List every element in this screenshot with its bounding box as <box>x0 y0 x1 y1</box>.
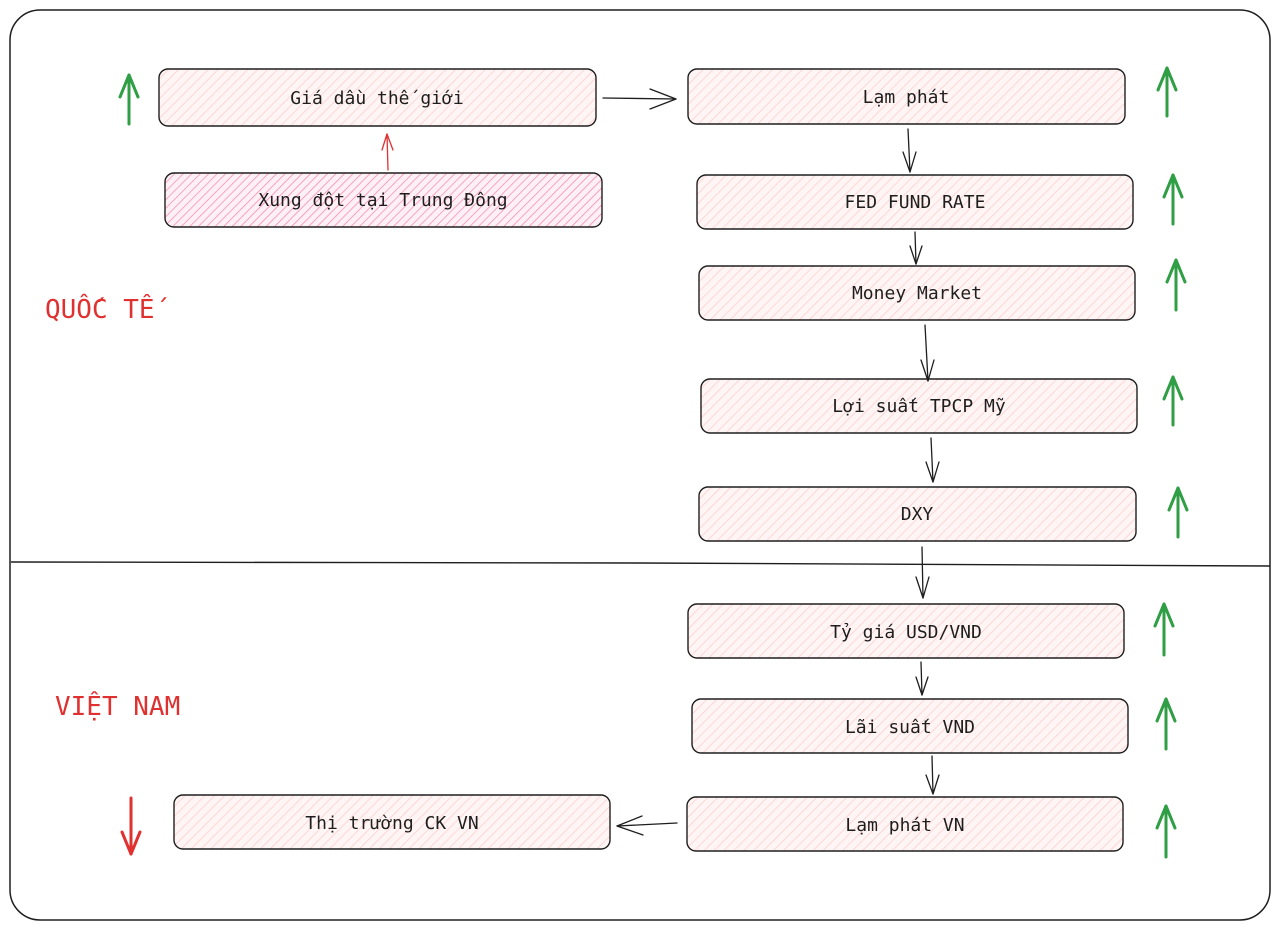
outer-frame <box>9 9 1271 921</box>
section-label-international: QUỐC TẾ <box>45 293 168 325</box>
node-money-market[interactable]: Money Market <box>698 265 1136 321</box>
trend-up-arrow-usd-vnd <box>1153 602 1175 657</box>
trend-up-arrow-bond-yield <box>1162 375 1184 427</box>
node-fed-fund-rate[interactable]: FED FUND RATE <box>696 174 1134 230</box>
node-vnd-interest-rate-label: Lãi suất VND <box>845 717 975 738</box>
node-oil-price[interactable]: Giá dầu thế giới <box>158 68 597 127</box>
trend-up-arrow-vn-inflation <box>1155 804 1177 859</box>
node-us-bond-yield[interactable]: Lợi suất TPCP Mỹ <box>700 378 1138 434</box>
trend-up-arrow-fed <box>1162 173 1184 226</box>
trend-up-arrow-inflation <box>1156 66 1178 118</box>
connector-oil-to-inflation <box>602 88 677 110</box>
connector-inflation-to-fed <box>902 128 917 173</box>
trend-up-arrow-vnd-rate <box>1155 697 1177 751</box>
node-dxy[interactable]: DXY <box>698 486 1137 542</box>
node-inflation[interactable]: Lạm phát <box>687 68 1126 125</box>
connector-vnd-rate-to-vn-inflation <box>925 755 940 795</box>
node-oil-price-label: Giá dầu thế giới <box>290 88 463 109</box>
node-vn-stock-market-label: Thị trường CK VN <box>305 813 478 834</box>
connector-fed-to-money-market <box>909 231 923 265</box>
node-fed-fund-rate-label: FED FUND RATE <box>845 192 986 213</box>
node-middle-east-conflict-label: Xung đột tại Trung Đông <box>258 190 507 211</box>
connector-vn-inflation-to-vn-stock <box>616 815 678 836</box>
connector-conflict-to-oil <box>381 133 394 171</box>
connector-usd-vnd-to-vnd-rate <box>915 661 929 696</box>
node-us-bond-yield-label: Lợi suất TPCP Mỹ <box>832 396 1006 417</box>
section-label-vietnam: VIỆT NAM <box>55 690 180 722</box>
node-vn-stock-market[interactable]: Thị trường CK VN <box>173 794 611 850</box>
node-middle-east-conflict[interactable]: Xung đột tại Trung Đông <box>164 172 603 228</box>
node-usd-vnd-rate-label: Tỷ giá USD/VND <box>830 622 982 643</box>
connector-bond-yield-to-dxy <box>925 437 940 483</box>
node-vnd-interest-rate[interactable]: Lãi suất VND <box>691 698 1129 754</box>
trend-up-arrow-dxy <box>1167 486 1189 539</box>
connector-dxy-to-usd-vnd <box>915 546 930 599</box>
node-money-market-label: Money Market <box>852 283 982 304</box>
connector-money-market-to-bond-yield <box>920 324 935 382</box>
trend-down-arrow-vn-stock <box>120 796 142 856</box>
node-usd-vnd-rate[interactable]: Tỷ giá USD/VND <box>687 603 1125 659</box>
node-inflation-label: Lạm phát <box>863 87 950 108</box>
trend-up-arrow-money-market <box>1165 258 1187 312</box>
node-vn-inflation[interactable]: Lạm phát VN <box>686 796 1124 852</box>
node-dxy-label: DXY <box>901 504 934 525</box>
trend-up-arrow-oil <box>118 73 140 126</box>
node-vn-inflation-label: Lạm phát VN <box>845 815 964 836</box>
section-divider <box>10 561 1271 567</box>
